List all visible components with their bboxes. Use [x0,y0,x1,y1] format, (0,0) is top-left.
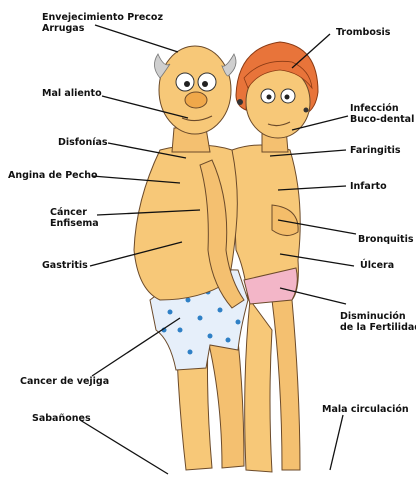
label-disfonias: Disfonías [58,137,108,148]
man-figure [134,46,248,470]
label-ulcera: Úlcera [360,260,394,271]
label-vejiga: Cancer de vejiga [20,376,109,387]
label-infarto: Infarto [350,181,387,192]
label-infeccion: Infección Buco-dental [350,103,414,125]
label-envejecimiento: Envejecimiento Precoz Arrugas [42,12,163,34]
woman-figure [232,42,318,472]
label-fertilidad: Disminución de la Fertilidad [340,311,416,333]
label-mal-aliento: Mal aliento [42,88,102,99]
label-sabanones: Sabañones [32,413,91,424]
line-circulacion [330,415,343,470]
label-angina: Angina de Pecho [8,170,98,181]
label-faringitis: Faringitis [350,145,401,156]
label-bronquitis: Bronquitis [358,234,414,245]
label-cancer: Cáncer Enfisema [50,207,99,229]
label-circulacion: Mala circulación [322,404,409,415]
label-trombosis: Trombosis [336,27,390,38]
line-vejiga [92,318,180,376]
line-sabanones [80,420,168,474]
label-gastritis: Gastritis [42,260,88,271]
